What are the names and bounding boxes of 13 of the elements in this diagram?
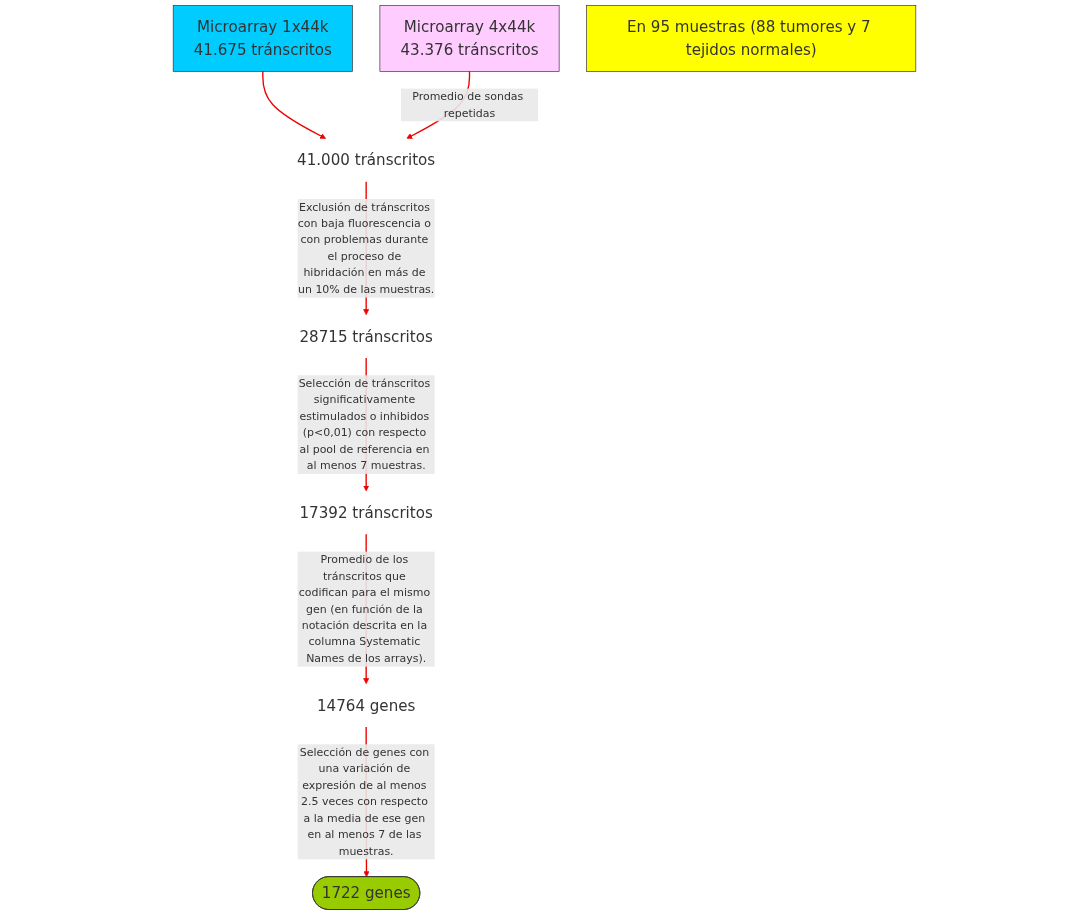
arrow (262, 70, 326, 139)
edge-label: Promedio de los tránscritos que codifican para el mismo gen (en función de la notación descrita en la columna Systematic Names de los arrays). (298, 552, 431, 665)
node-box: Microarray 4x44k 43.376 tránscritos (379, 5, 560, 72)
edge-label: Exclusión de tránscritos con baja fluorescencia o con problemas durante el proceso de hibridación en más de un 10% de las muestras. (297, 200, 435, 296)
node-box: En 95 muestras (88 tumores y 7 tejidos normales) (586, 5, 917, 72)
node-text: 17392 tránscritos (299, 504, 433, 522)
node-box: Microarray 1x44k 41.675 tránscritos (172, 5, 353, 72)
edge-label: Selección de tránscritos significativamente estimulados o inhibidos (p<0,01) con respecto al pool de referencia en al menos 7 muestras. (298, 376, 431, 472)
edge-label: Selección de genes con una variación de expresión de al menos 2.5 veces con respecto a la media de ese gen en al menos 7 de las muestras. (299, 745, 430, 858)
edge-label: Promedio de sondas repetidas (412, 89, 524, 120)
node-text: 28715 tránscritos (299, 327, 433, 346)
node-text: 41.000 tránscritos (297, 151, 436, 169)
node-text: 14764 genes (316, 696, 416, 715)
